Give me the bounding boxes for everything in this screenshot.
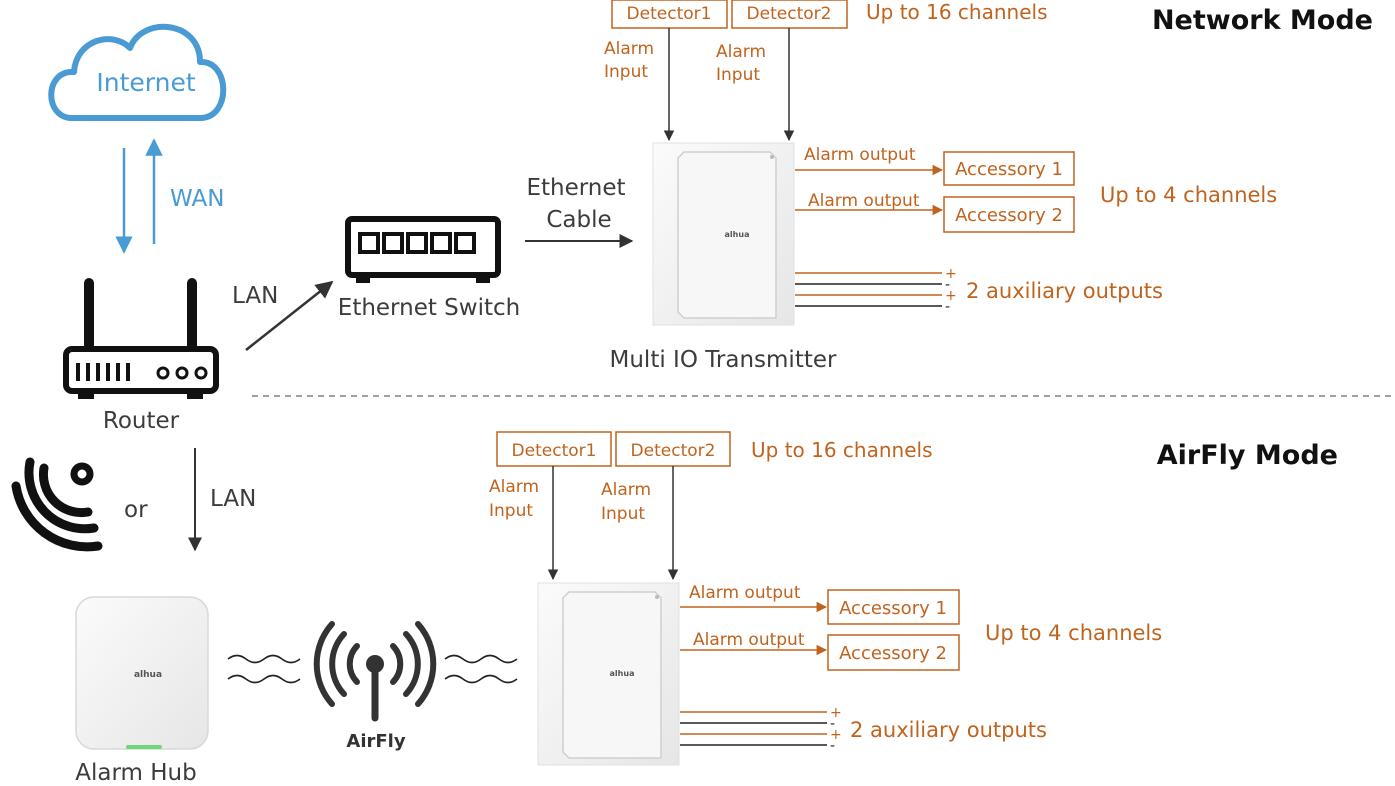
airfly-label: AirFly (346, 731, 405, 752)
network-accessory2-label: Accessory 2 (955, 205, 1063, 226)
airfly-mode-title: AirFly Mode (1157, 440, 1338, 471)
airfly-output-channels: Up to 4 channels (985, 621, 1162, 645)
network-mode-title: Network Mode (1152, 5, 1373, 36)
network-accessory2-box (943, 196, 1075, 233)
airfly-alarm-output1-label: Alarm output (689, 583, 801, 603)
airfly-device-logo: alhua (610, 669, 635, 678)
airfly-aux-sign2: - (830, 716, 835, 732)
airfly-alarm-input1-line1: Alarm (489, 477, 539, 497)
alarm-hub-logo: alhua (134, 670, 162, 680)
airfly-detector1-label: Detector1 (512, 441, 597, 461)
airfly-accessory2-box (827, 634, 960, 671)
router-label: Router (103, 408, 180, 434)
multi-io-transmitter-airfly (537, 582, 680, 766)
airfly-aux-sign1: + (830, 705, 842, 721)
ethernet-switch-icon (345, 216, 501, 283)
lan-bottom-label: LAN (210, 486, 256, 512)
network-aux-sign2: - (945, 277, 950, 293)
airfly-accessory1-label: Accessory 1 (839, 598, 947, 619)
wan-label: WAN (170, 186, 224, 212)
router-icon (63, 278, 219, 399)
alarm-hub-device (75, 596, 209, 750)
alarm-hub-label: Alarm Hub (75, 760, 196, 786)
network-accessory1-label: Accessory 1 (955, 159, 1063, 180)
airfly-detector2-label: Detector2 (631, 441, 716, 461)
network-input-channels: Up to 16 channels (866, 0, 1048, 24)
network-accessory1-box (943, 151, 1075, 186)
network-alarm-input1-line2: Input (604, 62, 648, 82)
network-detector1-label: Detector1 (627, 4, 712, 24)
network-aux-outputs-label: 2 auxiliary outputs (966, 279, 1163, 303)
airfly-aux-sign4: - (830, 738, 835, 754)
wireless-wave-left (227, 654, 301, 684)
network-alarm-input1-line1: Alarm (604, 39, 654, 59)
airfly-accessory1-box (827, 589, 960, 625)
airfly-antenna-icon (313, 621, 437, 722)
airfly-alarm-output2-label: Alarm output (693, 630, 805, 650)
or-label: or (124, 497, 148, 523)
network-alarm-output2-label: Alarm output (808, 191, 920, 211)
wireless-signal-icon (11, 457, 103, 552)
airfly-input-channels: Up to 16 channels (751, 438, 933, 462)
internet-label: Internet (96, 68, 195, 97)
airfly-alarm-input2-line2: Input (601, 504, 645, 524)
cloud-icon (48, 23, 227, 121)
lan-to-switch-arrow (245, 280, 334, 351)
airfly-alarm-input2-line1: Alarm (601, 480, 651, 500)
network-device-logo: alhua (725, 230, 750, 239)
airfly-alarm-input1-line2: Input (489, 501, 533, 521)
network-alarm-output1-label: Alarm output (804, 145, 916, 165)
network-output-channels: Up to 4 channels (1100, 183, 1277, 207)
ethernet-switch-label: Ethernet Switch (338, 295, 520, 321)
network-detector2-label: Detector2 (747, 4, 832, 24)
network-aux-sign1: + (945, 266, 957, 282)
airfly-aux-outputs-label: 2 auxiliary outputs (850, 718, 1047, 742)
ethernet-cable-label-line2: Cable (546, 207, 611, 233)
network-aux-sign3: + (945, 288, 957, 304)
network-aux-sign4: - (945, 299, 950, 315)
airfly-aux-sign3: + (830, 727, 842, 743)
network-detector1-box (611, 0, 728, 29)
network-detector2-box (731, 0, 848, 29)
wireless-wave-right (444, 654, 518, 684)
network-alarm-input2-line2: Input (716, 65, 760, 85)
network-alarm-input2-line1: Alarm (716, 42, 766, 62)
multi-io-transmitter-network (652, 142, 795, 326)
lan-top-label: LAN (232, 283, 278, 309)
airfly-accessory2-label: Accessory 2 (839, 643, 947, 664)
multi-io-transmitter-label: Multi IO Transmitter (610, 347, 837, 373)
airfly-detector1-box (496, 431, 612, 467)
ethernet-cable-label-line1: Ethernet (526, 175, 625, 201)
